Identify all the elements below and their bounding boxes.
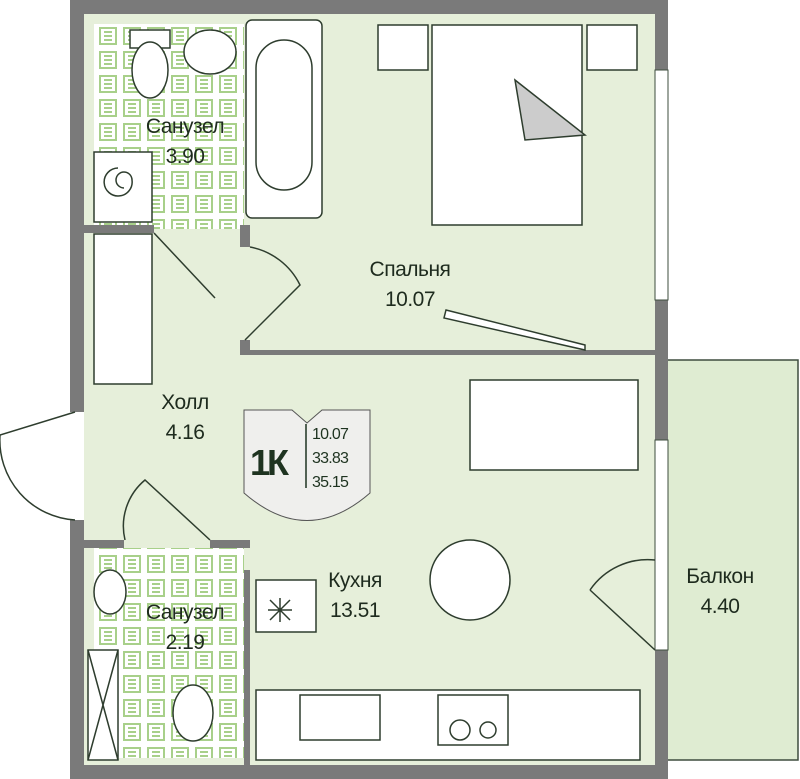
bedroom-window: [654, 69, 669, 301]
room-area: 4.40: [700, 595, 740, 618]
apartment-badge: 1К 10.07 33.83 35.15: [242, 408, 372, 528]
room-name: Кухня: [328, 569, 382, 592]
room-name: Санузел: [145, 115, 225, 138]
badge-shape: [243, 409, 371, 521]
room-area: 4.16: [165, 421, 205, 444]
walls: [70, 0, 668, 779]
room-label-bathroom-1: Санузел 3.90: [120, 112, 250, 172]
room-label-balcony: Балкон 4.40: [665, 562, 775, 622]
room-name: Балкон: [686, 565, 754, 588]
room-name: Холл: [161, 391, 209, 414]
room-area: 10.07: [384, 288, 436, 311]
room-name: Спальня: [369, 258, 451, 281]
kitchen-window: [654, 439, 669, 651]
room-area: 13.51: [329, 599, 381, 622]
total-with-balcony: 35.15: [312, 474, 349, 491]
room-label-kitchen: Кухня 13.51: [300, 566, 410, 626]
room-name: Санузел: [145, 601, 225, 624]
apartment-type: 1К: [250, 442, 289, 483]
balcony-floor: [659, 359, 799, 761]
room-label-bedroom: Спальня 10.07: [340, 255, 480, 315]
room-label-hall: Холл 4.16: [130, 388, 240, 448]
room-area: 3.90: [165, 145, 205, 168]
total-area: 33.83: [312, 450, 349, 467]
living-area: 10.07: [312, 426, 349, 443]
fixtures: [0, 19, 656, 761]
room-label-bathroom-2: Санузел 2.19: [125, 598, 245, 658]
room-area: 2.19: [165, 631, 205, 654]
